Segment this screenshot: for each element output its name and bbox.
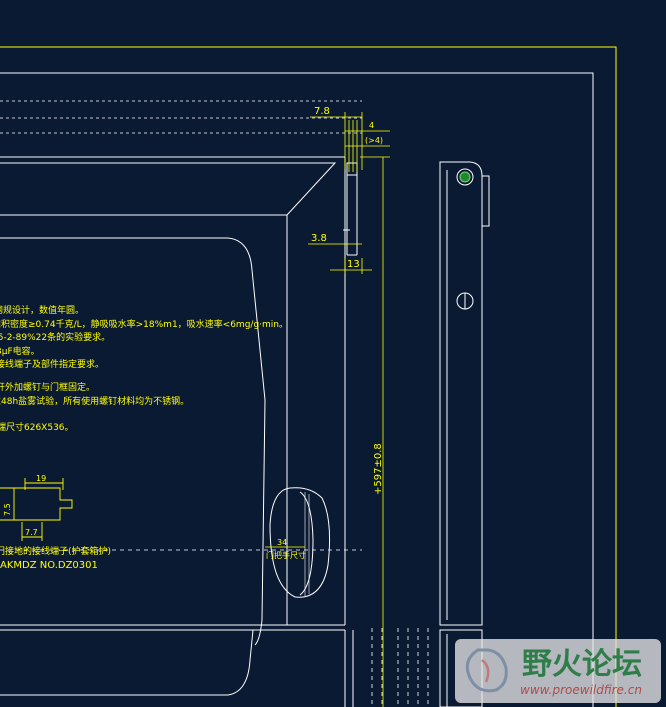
dim-label-13: 13 xyxy=(347,259,360,270)
note-line-2: 堆积密度≥0.74千克/L，静吸吸水率>18%m1，吸水速率<6mg/g·min… xyxy=(0,318,288,330)
watermark-logo-icon xyxy=(465,648,508,693)
door-panel-outline xyxy=(0,156,354,707)
side-hinge-view xyxy=(439,161,490,626)
dim-13 xyxy=(330,258,372,274)
note-line-4: 3μF电容。 xyxy=(0,345,40,357)
hinge-screw-icon xyxy=(456,168,474,186)
inner-white-frame xyxy=(0,72,594,707)
watermark-url: www.proewildfire.cn xyxy=(520,683,642,697)
note-line-8: 风端尺寸626X536。 xyxy=(0,421,74,433)
dim-597 xyxy=(360,156,390,707)
dim-label-34: 34 xyxy=(277,538,287,547)
bottom-dashed-lines xyxy=(371,628,429,707)
dim-label-3-8: 3.8 xyxy=(311,233,327,244)
part-number: AKMDZ NO.DZ0301 xyxy=(0,560,98,571)
site-watermark: 野火论坛 www.proewildfire.cn xyxy=(455,639,661,703)
note-line-7: 过48h盐雾试验，所有使用螺钉材料均为不锈钢。 xyxy=(0,395,189,407)
dim-label-19: 19 xyxy=(36,474,46,483)
technical-notes: 网规设计，数值年圆。 堆积密度≥0.74千克/L，静吸吸水率>18%m1，吸水速… xyxy=(0,304,288,433)
terminal-detail xyxy=(0,478,73,541)
dim-label-597: +597±0.8 xyxy=(373,443,384,495)
dim-label-7-7: 7.7 xyxy=(25,528,38,537)
dim-label-4: 4 xyxy=(369,121,374,130)
terminal-label: 门接地的接线端子(护套箱护) xyxy=(0,545,111,557)
handle-size-label: 门把手尺寸 xyxy=(266,550,306,560)
note-line-1: 网规设计，数值年圆。 xyxy=(0,304,84,316)
outer-yellow-frame xyxy=(0,46,617,707)
frame-lines xyxy=(0,46,617,707)
gasket-detail xyxy=(343,162,358,256)
dim-label-gt4: (>4) xyxy=(365,136,383,145)
note-line-5: 接线端子及部件指定要求。 xyxy=(0,358,104,370)
latch-hole-icon xyxy=(456,292,474,310)
dim-4 xyxy=(345,120,390,172)
dim-7-8 xyxy=(310,112,363,170)
window-opening xyxy=(0,237,266,696)
note-line-3: 35-2-89%22条的实验要求。 xyxy=(0,331,110,343)
watermark-site-name: 野火论坛 xyxy=(522,647,642,682)
note-line-6: 开外加螺钉与门框固定。 xyxy=(0,381,95,393)
dim-label-7-8: 7.8 xyxy=(314,106,330,117)
top-dashed-lines xyxy=(0,100,362,134)
door-handle-recess xyxy=(269,487,331,598)
dim-label-7-5: 7.5 xyxy=(3,503,12,516)
